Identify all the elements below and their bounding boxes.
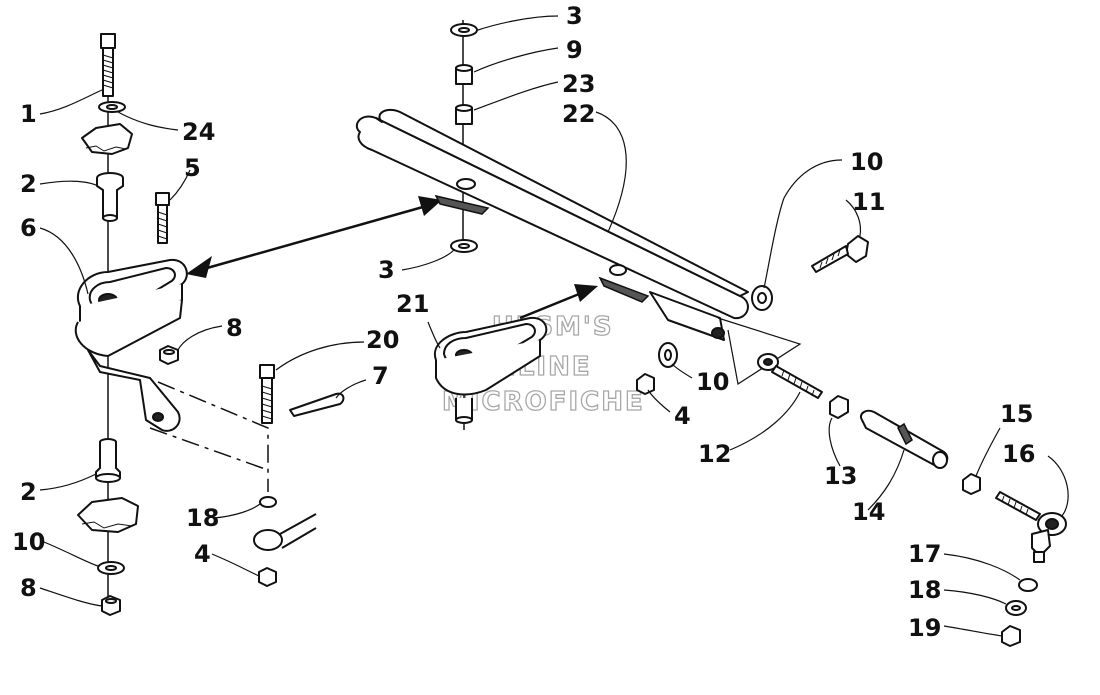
bolt-part-1 — [100, 33, 116, 97]
cotter-pin-part-7 — [289, 392, 345, 417]
spacer-part-9 — [455, 64, 473, 85]
leader-lines — [39, 15, 1069, 637]
callout-20: 20 — [366, 326, 399, 354]
callout-16: 16 — [1002, 440, 1035, 468]
callout-11: 11 — [852, 188, 885, 216]
callout-3-lower: 3 — [378, 256, 395, 284]
nut-part-13 — [829, 395, 849, 419]
washer-part-18-right — [1005, 600, 1027, 616]
callout-24: 24 — [182, 118, 215, 146]
washer-part-10-right — [751, 285, 773, 311]
tie-rod-end-part-12 — [757, 353, 823, 399]
bolt-part-20 — [259, 364, 275, 424]
bolt-part-5 — [155, 192, 170, 244]
nut-part-4-mid — [636, 373, 655, 395]
bushing-part-2-upper — [96, 172, 124, 222]
ball-joint-part-16 — [995, 491, 1067, 563]
callout-labels: 1 24 2 5 6 8 20 7 2 18 10 4 8 3 9 23 22 … — [12, 2, 1035, 642]
callout-4-left: 4 — [194, 540, 211, 568]
callout-9: 9 — [566, 36, 583, 64]
callout-15: 15 — [1000, 400, 1033, 428]
nut-part-4-left — [258, 567, 277, 587]
callout-18-right: 18 — [908, 576, 941, 604]
nut-part-8-upper — [159, 345, 179, 365]
callout-2-lower: 2 — [20, 478, 37, 506]
bushing-part-2-lower — [95, 438, 121, 483]
floor-fragment-lower — [77, 497, 139, 533]
left-dashed-offset-2 — [149, 427, 269, 471]
washer-part-3-top — [450, 23, 478, 37]
callout-5: 5 — [184, 154, 201, 182]
bracket-part-21 — [433, 316, 548, 430]
left-dashed-offset-1 — [157, 381, 269, 492]
callout-12: 12 — [698, 440, 731, 468]
washer-part-17 — [1018, 578, 1038, 592]
callout-14: 14 — [852, 498, 885, 526]
left-assembly — [74, 33, 345, 616]
washer-part-10-left — [97, 561, 125, 575]
washer-part-3-lower — [450, 239, 478, 253]
washer-part-10-mid — [658, 342, 678, 368]
nut-part-15 — [962, 473, 981, 495]
callout-17: 17 — [908, 540, 941, 568]
callout-2-upper: 2 — [20, 170, 37, 198]
callout-10-right-top: 10 — [850, 148, 883, 176]
callout-3-top: 3 — [566, 2, 583, 30]
washer-part-24 — [98, 101, 126, 113]
callout-21: 21 — [396, 290, 429, 318]
callout-13: 13 — [824, 462, 857, 490]
pitman-arm-part-22 — [355, 20, 749, 341]
callout-19: 19 — [908, 614, 941, 642]
bushing-part-23 — [455, 104, 473, 125]
callout-22: 22 — [562, 100, 595, 128]
callout-10-left: 10 — [12, 528, 45, 556]
callout-8-lower: 8 — [20, 574, 37, 602]
callout-10-mid: 10 — [696, 368, 729, 396]
rod-end-fragment — [253, 513, 317, 551]
bolt-part-11 — [811, 235, 869, 273]
washer-part-18-left — [259, 496, 277, 508]
callout-1: 1 — [20, 100, 37, 128]
callout-4-mid: 4 — [674, 402, 691, 430]
nut-part-19 — [1001, 625, 1021, 647]
callout-6: 6 — [20, 214, 37, 242]
bracket-part-6 — [74, 258, 188, 432]
double-arrow — [186, 196, 442, 278]
nut-part-8-lower — [101, 595, 121, 616]
arm-arrow — [519, 284, 598, 320]
callout-8-upper: 8 — [226, 314, 243, 342]
callout-7: 7 — [372, 362, 389, 390]
callout-23: 23 — [562, 70, 595, 98]
callout-18-left: 18 — [186, 504, 219, 532]
adjuster-sleeve-part-14 — [860, 409, 949, 469]
